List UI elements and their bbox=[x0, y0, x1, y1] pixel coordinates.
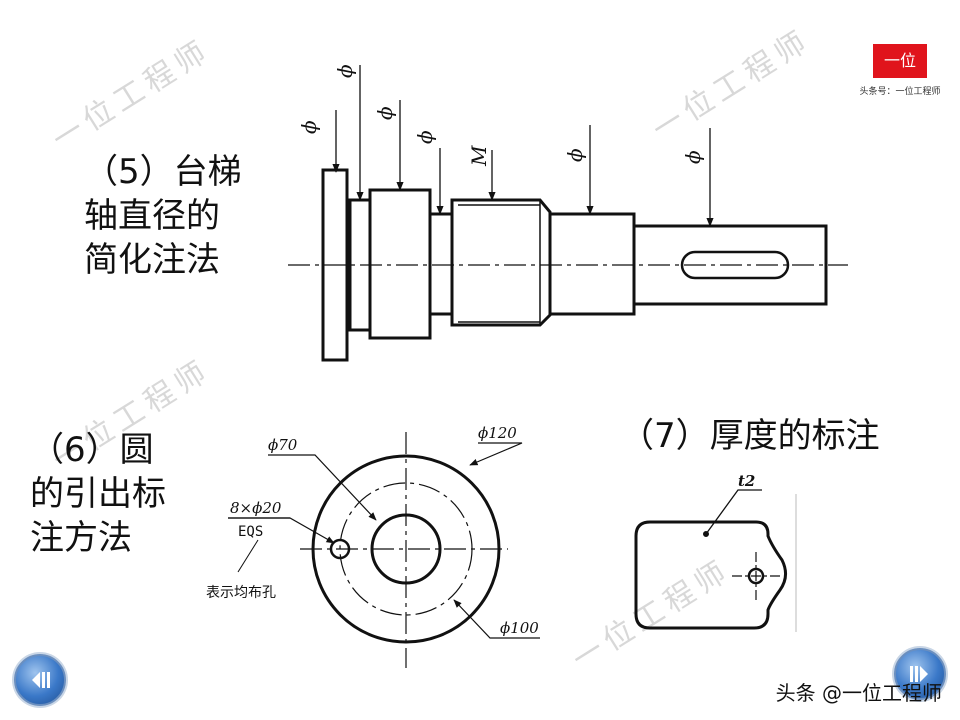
heading-6: （6）圆 的引出标 注方法 bbox=[30, 428, 166, 560]
label-holes: 8×ϕ20 bbox=[230, 499, 282, 517]
shaft-phi-label: ϕ bbox=[373, 106, 397, 120]
heading-5-line3: 简化注法 bbox=[84, 240, 220, 280]
brand-logo: 一位 bbox=[873, 44, 927, 78]
shaft-phi-label: ϕ bbox=[563, 148, 587, 162]
shaft-m-label: M bbox=[467, 145, 491, 167]
shaft-keyway bbox=[680, 250, 790, 280]
thin-plate-drawing bbox=[634, 489, 797, 632]
heading-6-line2: 的引出标 bbox=[30, 474, 166, 514]
plate-hole bbox=[747, 567, 765, 585]
circle-labels: ϕ70 ϕ120 ϕ100 8×ϕ20 EQS 表示均布孔 bbox=[206, 424, 539, 637]
shaft-phi-label: ϕ bbox=[413, 130, 437, 144]
next-slide-button[interactable] bbox=[894, 648, 946, 700]
label-note: 表示均布孔 bbox=[206, 585, 276, 601]
shaft-phi-label: ϕ bbox=[681, 150, 705, 164]
heading-5-line1: （5）台梯 bbox=[84, 152, 242, 192]
hole-circle bbox=[329, 538, 351, 560]
shaft-arrows bbox=[332, 65, 714, 227]
brand-logo-subtitle: 头条号：一位工程师 bbox=[859, 87, 941, 97]
pitch-circle bbox=[339, 482, 473, 616]
heading-5-line2: 轴直径的 bbox=[84, 196, 220, 236]
previous-icon bbox=[32, 672, 50, 688]
prev-slide-button[interactable] bbox=[14, 654, 66, 706]
heading-7: （7）厚度的标注 bbox=[620, 416, 880, 456]
heading-6-line3: 注方法 bbox=[30, 518, 132, 558]
shaft-step-6 bbox=[632, 224, 828, 306]
heading-5: （5）台梯 轴直径的 简化注法 bbox=[84, 150, 242, 282]
stepped-shaft bbox=[288, 168, 848, 362]
label-eqs: EQS bbox=[238, 524, 263, 540]
source-watermark: 头条 @一位工程师 bbox=[775, 681, 942, 705]
label-d100: ϕ100 bbox=[500, 619, 539, 637]
bore-circle bbox=[370, 513, 442, 585]
label-t2: t2 bbox=[738, 472, 755, 490]
heading-6-line1: （6）圆 bbox=[30, 430, 154, 470]
shaft-step-5 bbox=[548, 212, 636, 316]
shaft-phi-label: ϕ bbox=[297, 120, 321, 134]
shaft-step-2 bbox=[368, 188, 432, 340]
outer-circle bbox=[311, 454, 501, 644]
label-d70: ϕ70 bbox=[268, 436, 298, 454]
next-icon bbox=[910, 666, 928, 682]
label-d120: ϕ120 bbox=[478, 424, 517, 442]
flange-circle-drawing bbox=[228, 432, 540, 668]
shaft-phi-label: ϕ bbox=[333, 64, 357, 78]
plate-outline bbox=[634, 520, 787, 630]
shaft-labels: ϕ ϕ ϕ ϕ M ϕ ϕ bbox=[297, 64, 705, 167]
shaft-step-3 bbox=[428, 212, 454, 316]
shaft-thread bbox=[450, 198, 552, 327]
